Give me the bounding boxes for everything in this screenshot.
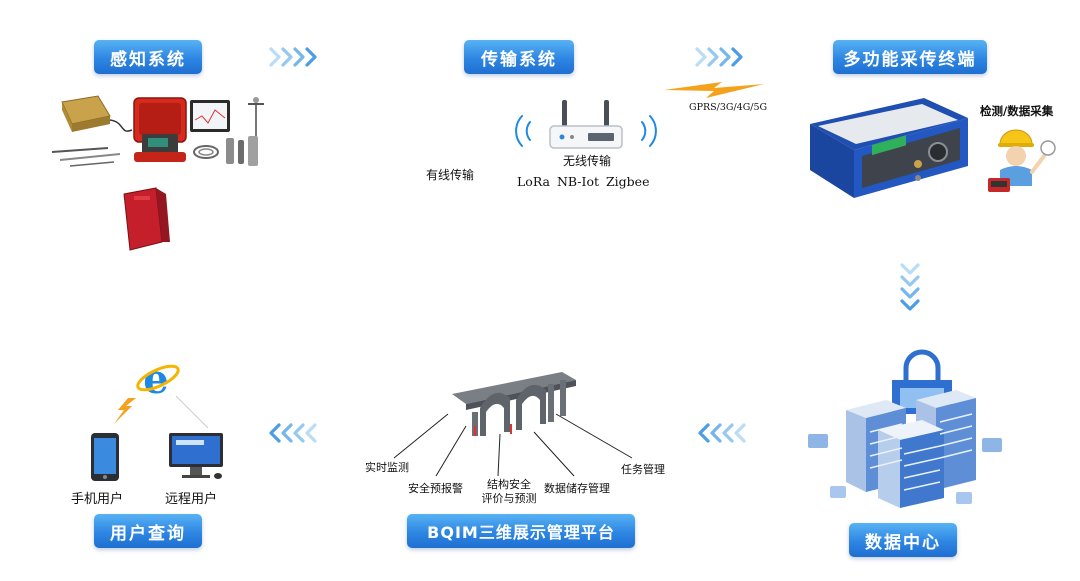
red-module-icon	[123, 187, 170, 251]
stage-transmission-label: 传输系统	[464, 40, 574, 74]
tablet-icon	[190, 100, 230, 132]
terminal-device-icon	[810, 98, 968, 198]
feature-structure-line2: 评价与预测	[481, 492, 537, 505]
flow-arrow-left-1	[698, 423, 746, 443]
wired-transmission-label: 有线传输	[426, 168, 475, 182]
stage-platform-label: BQIM三维展示管理平台	[407, 514, 635, 548]
feature-storage-label: 数据储存管理	[544, 482, 610, 495]
flow-arrow-right-1	[269, 47, 317, 67]
feature-task-label: 任务管理	[621, 463, 665, 476]
rugged-case-icon	[133, 97, 187, 162]
network-label: GPRS/3G/4G/5G	[689, 102, 768, 113]
stage-datacenter-label: 数据中心	[849, 523, 957, 557]
wireless-transmission-label: 无线传输	[563, 154, 612, 168]
flow-arrow-down	[900, 263, 920, 311]
mobile-phone-icon	[91, 433, 119, 481]
browser-e-icon: e	[136, 356, 180, 403]
lightning-icon	[664, 82, 764, 98]
remote-user-label: 远程用户	[165, 492, 218, 507]
server-racks-icon	[808, 349, 1002, 508]
stage-perception-label: 感知系统	[94, 40, 202, 74]
flow-arrow-left-2	[269, 423, 317, 443]
engineer-icon	[988, 129, 1056, 192]
desktop-computer-icon	[169, 433, 223, 479]
flow-arrow-right-2	[695, 47, 743, 67]
mobile-user-label: 手机用户	[71, 492, 124, 507]
feature-structure-line1: 结构安全	[487, 478, 531, 491]
terminal-caption: 检测/数据采集	[980, 104, 1054, 118]
sensor-equipment-image	[51, 95, 264, 251]
bridge-model-icon	[452, 372, 576, 436]
data-logger-icon	[61, 95, 133, 132]
stage-user-query-label: 用户查询	[94, 514, 202, 548]
router-icon	[515, 100, 657, 149]
feature-alarm-label: 安全预报警	[408, 482, 463, 495]
cable-sensors-icon	[51, 136, 258, 167]
wireless-protocols-label: LoRa NB-Iot Zigbee	[517, 174, 650, 189]
svg-text:e: e	[143, 356, 168, 403]
probe-icon	[248, 97, 264, 140]
feature-realtime-label: 实时监测	[365, 461, 409, 474]
feature-structure-label: 结构安全 评价与预测	[478, 478, 540, 506]
stage-terminal-label: 多功能采传终端	[833, 40, 987, 74]
